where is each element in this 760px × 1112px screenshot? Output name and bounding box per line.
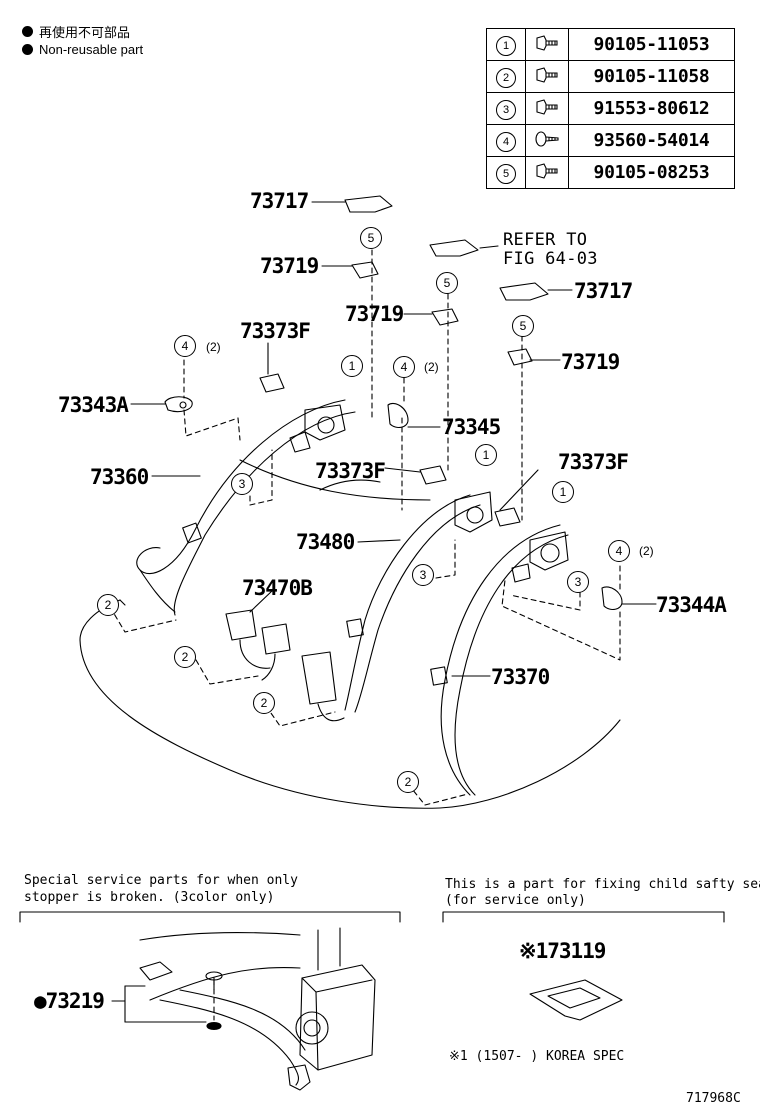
quantity-label: (2): [639, 544, 654, 558]
fastener-number: 3: [496, 99, 516, 120]
label-73370: 73370: [491, 665, 550, 689]
fastener-part-number: 90105-08253: [568, 156, 735, 189]
belt-73360: [136, 399, 346, 575]
label-73470b: 73470B: [242, 576, 313, 600]
label-73219: ●73219: [34, 989, 105, 1013]
callout-2: 2: [174, 646, 196, 668]
non-reusable-dot-icon: [22, 44, 33, 55]
seat-outline: [79, 599, 621, 809]
label-73373f-right: 73373F: [558, 450, 629, 474]
fastener-part-number: 90105-11058: [568, 60, 735, 93]
special-service-note-line1: Special service parts for when only: [24, 873, 298, 888]
fastener-number-cell: 4: [486, 124, 526, 157]
belt-73370: [440, 524, 561, 796]
fastener-number: 1: [496, 35, 516, 56]
quantity-label: (2): [424, 360, 439, 374]
label-73373f-left: 73373F: [240, 319, 311, 343]
label-73719-right: 73719: [561, 350, 620, 374]
korea-spec-note: ※1 (1507- ) KOREA SPEC: [449, 1049, 625, 1064]
retractor-detail: [299, 964, 376, 1071]
label-73343a: 73343A: [58, 393, 129, 417]
callout-3: 3: [412, 564, 434, 586]
child-seat-note-line1: This is a part for fixing child safty se…: [445, 877, 760, 892]
label-73719-upper: 73719: [260, 254, 319, 278]
label-73719-middle: 73719: [345, 302, 404, 326]
fastener-number: 5: [496, 163, 516, 184]
callout-1: 1: [552, 481, 574, 503]
fastener-row: 3 91553-80612: [486, 92, 735, 125]
bolt-icon: [525, 28, 569, 61]
fastener-part-number: 91553-80612: [568, 92, 735, 125]
callout-3: 3: [567, 571, 589, 593]
callout-2: 2: [97, 594, 119, 616]
fastener-row: 5 90105-08253: [486, 156, 735, 189]
fastener-row: 4 93560-54014: [486, 124, 735, 157]
label-73373f-center: 73373F: [315, 459, 386, 483]
label-73480: 73480: [296, 530, 355, 554]
callout-5: 5: [512, 315, 534, 337]
label-73717-right: 73717: [574, 279, 633, 303]
non-reusable-dot-icon: [22, 26, 33, 37]
label-73119: ※173119: [519, 939, 606, 963]
buckle-73470b: [225, 609, 257, 641]
callout-4: 4: [608, 540, 630, 562]
label-73344a: 73344A: [656, 593, 727, 617]
legend-text-jp: 再使用不可部品: [39, 25, 131, 40]
callout-2: 2: [397, 771, 419, 793]
fastener-part-number: 93560-54014: [568, 124, 735, 157]
figure-id: 717968C: [686, 1091, 741, 1106]
callout-4: 4: [174, 335, 196, 357]
callout-1: 1: [341, 355, 363, 377]
legend-text-en: Non-reusable part: [39, 42, 144, 57]
label-73360: 73360: [90, 465, 149, 489]
legend-non-reusable-jp: 再使用不可部品: [22, 22, 130, 41]
callout-2: 2: [253, 692, 275, 714]
legend-non-reusable-en: Non-reusable part: [22, 42, 143, 57]
special-service-note-line2: stopper is broken. (3color only): [24, 890, 275, 905]
callout-4: 4: [393, 356, 415, 378]
child-seat-part-73119: [529, 979, 623, 1021]
callout-1: 1: [475, 444, 497, 466]
callout-5: 5: [360, 227, 382, 249]
fastener-number: 4: [496, 131, 516, 152]
child-seat-note-line2: (for service only): [445, 893, 586, 908]
label-73717-upper: 73717: [250, 189, 309, 213]
callout-3: 3: [231, 473, 253, 495]
label-73345: 73345: [442, 415, 501, 439]
quantity-label: (2): [206, 340, 221, 354]
belt-73480: [344, 494, 471, 711]
callout-5: 5: [436, 272, 458, 294]
fastener-number-cell: 5: [486, 156, 526, 189]
refer-to-line1: REFER TO: [503, 230, 588, 250]
fastener-row: 2 90105-11058: [486, 60, 735, 93]
fastener-number: 2: [496, 67, 516, 88]
refer-to-line2: FIG 64-03: [503, 249, 598, 269]
